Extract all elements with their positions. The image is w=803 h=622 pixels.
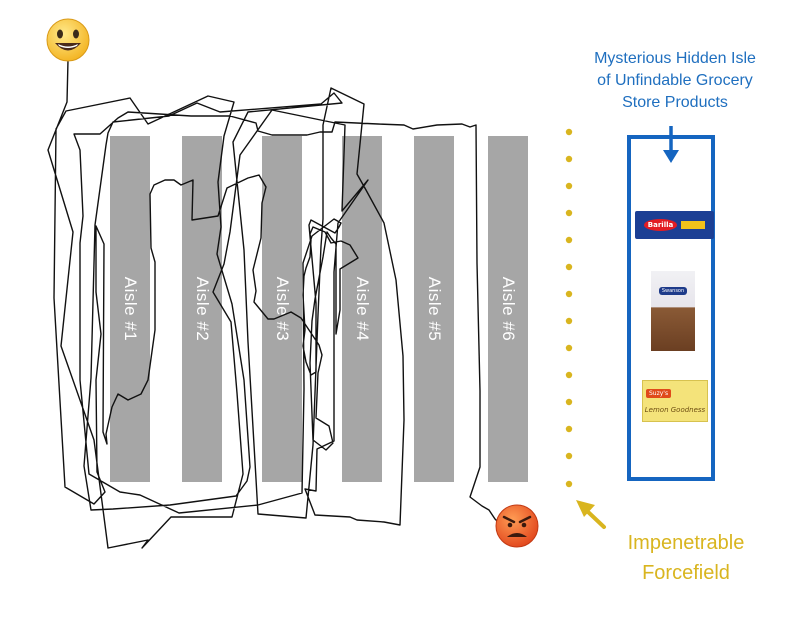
cookie-brand: Suzy's — [646, 388, 672, 398]
cookie-product-name: Lemon Goodness — [644, 405, 706, 414]
hidden-isle-arrow-icon — [663, 126, 679, 163]
aisle-1: Aisle #1 — [110, 136, 150, 482]
aisle-6: Aisle #6 — [488, 136, 528, 482]
pasta-box-icon: Barilla — [635, 211, 714, 239]
hidden-isle-box — [627, 135, 715, 481]
pasta-brand: Barilla — [643, 219, 678, 231]
forcefield-arrow-icon — [576, 500, 606, 529]
smiling-face-icon — [46, 18, 90, 62]
hidden-isle-title-line-1: Mysterious Hidden Isle — [594, 50, 756, 67]
aisle-2: Aisle #2 — [182, 136, 222, 482]
hidden-isle-title: Mysterious Hidden Isle of Unfindable Gro… — [572, 48, 778, 114]
aisle-4: Aisle #4 — [342, 136, 382, 482]
forcefield-label-line-1: Impenetrable — [627, 532, 745, 554]
forcefield-label: Impenetrable Forcefield — [606, 528, 766, 588]
cookie-package-icon: Suzy's Lemon Goodness — [642, 380, 708, 422]
aisle-3: Aisle #3 — [262, 136, 302, 482]
hidden-isle-title-line-3: Store Products — [622, 94, 728, 111]
hidden-isle-title-line-2: of Unfindable Grocery — [597, 72, 753, 89]
aisle-5: Aisle #5 — [414, 136, 454, 482]
angry-face-icon — [495, 504, 539, 548]
forcefield-label-line-2: Forcefield — [642, 562, 730, 584]
broth-brand: Swanson — [658, 287, 688, 295]
pasta-label-stripe — [681, 221, 706, 229]
broth-carton-icon: Swanson — [651, 271, 695, 351]
forcefield-dots — [565, 128, 573, 488]
shopper-path — [47, 59, 500, 549]
